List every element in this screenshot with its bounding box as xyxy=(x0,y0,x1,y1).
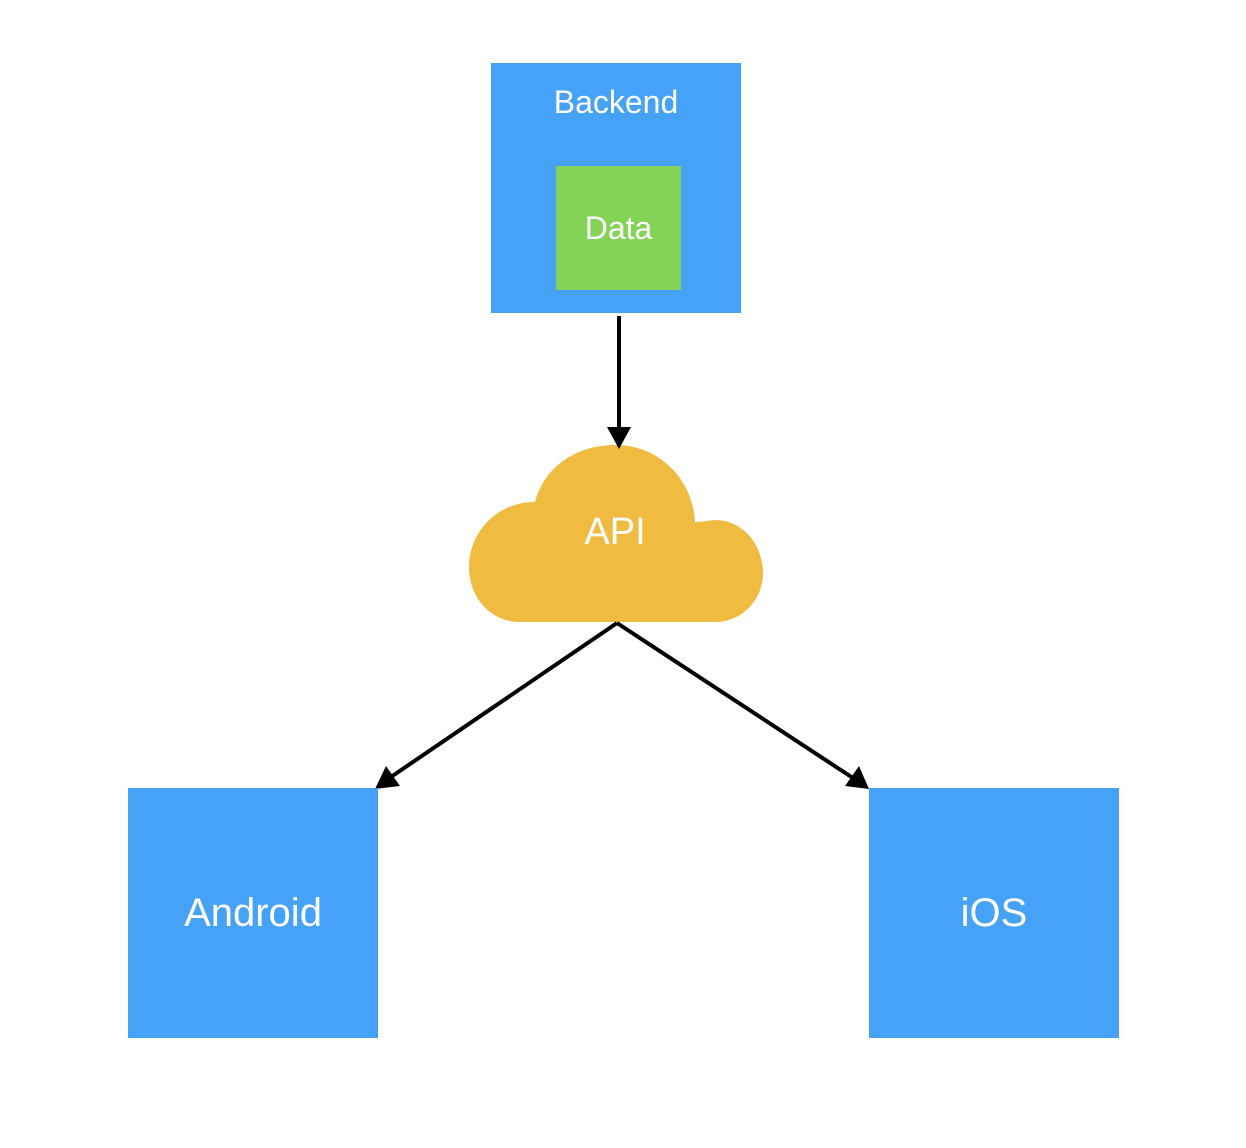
android-label: Android xyxy=(184,890,322,935)
data-node[interactable]: Data xyxy=(556,166,681,290)
data-label: Data xyxy=(584,209,653,246)
arrowhead-api xyxy=(607,427,631,449)
ios-node[interactable]: iOS xyxy=(869,788,1119,1038)
ios-label: iOS xyxy=(960,890,1028,935)
api-cloud-shape[interactable] xyxy=(469,445,763,622)
backend-label: Backend xyxy=(553,84,679,120)
api-label: API xyxy=(584,511,646,553)
backend-node[interactable]: Backend Data xyxy=(491,63,741,313)
arrowhead-android xyxy=(375,766,400,789)
edge-api-to-android xyxy=(386,621,619,781)
arrowhead-ios xyxy=(845,766,869,789)
android-node[interactable]: Android xyxy=(128,788,378,1038)
edge-api-to-ios xyxy=(615,621,858,782)
